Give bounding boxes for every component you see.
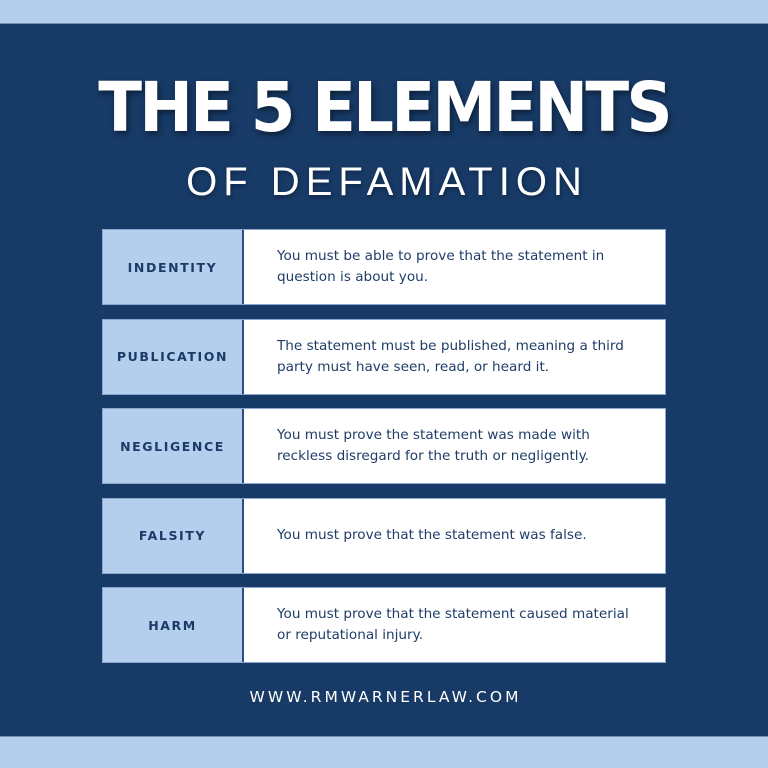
element-label: PUBLICATION bbox=[103, 319, 244, 394]
website-link[interactable]: WWW.RMWARNERLAW.COM bbox=[249, 688, 522, 706]
element-description: The statement must be published, meaning… bbox=[244, 319, 665, 394]
page-subtitle: OF DEFAMATION bbox=[186, 160, 588, 204]
element-label: HARM bbox=[103, 588, 244, 662]
element-description: You must be able to prove that the state… bbox=[244, 230, 665, 304]
element-description: You must prove that the statement was fa… bbox=[244, 498, 665, 573]
element-row-publication: PUBLICATION The statement must be publis… bbox=[102, 318, 666, 395]
page-title: THE 5 ELEMENTS bbox=[98, 68, 672, 148]
elements-table: INDENTITY You must be able to prove that… bbox=[102, 229, 666, 677]
element-label: NEGLIGENCE bbox=[103, 409, 244, 483]
element-row-negligence: NEGLIGENCE You must prove the statement … bbox=[102, 408, 666, 484]
element-label: INDENTITY bbox=[103, 230, 244, 304]
element-row-harm: HARM You must prove that the statement c… bbox=[102, 587, 666, 663]
element-description: You must prove the statement was made wi… bbox=[244, 409, 665, 483]
element-row-falsity: FALSITY You must prove that the statemen… bbox=[102, 497, 666, 574]
element-row-identity: INDENTITY You must be able to prove that… bbox=[102, 229, 666, 305]
element-description: You must prove that the statement caused… bbox=[244, 588, 665, 662]
element-label: FALSITY bbox=[103, 498, 244, 573]
